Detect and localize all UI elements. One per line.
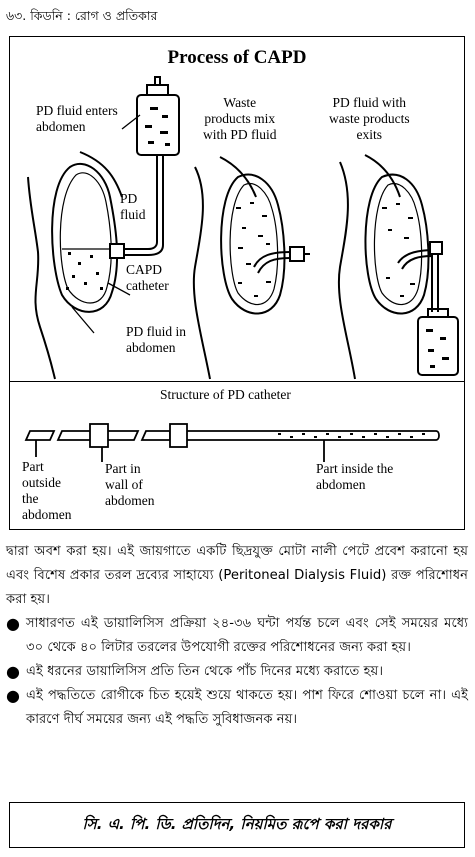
- catheter-title: Structure of PD catheter: [160, 387, 291, 402]
- catheter-structure: [24, 423, 440, 462]
- catheter-holes: [278, 433, 425, 438]
- body-outline-1: [27, 176, 56, 380]
- pd-bag-3: [417, 316, 459, 376]
- bullet-dot: ●: [6, 614, 20, 633]
- bullet-text: সাধারণত এই ডায়ালিসিস প্রক্রিয়া ২৪-৩৬ ঘ…: [26, 616, 468, 655]
- bullet-dot: ●: [6, 686, 20, 705]
- paragraph: দ্বারা অবশ করা হয়। এই জায়গাতে একটি ছিদ…: [6, 544, 468, 607]
- page-header: ৬৩. কিডনি : রোগ ও প্রতিকার: [6, 8, 158, 23]
- bullet-item: ● সাধারণত এই ডায়ালিসিস প্রক্রিয়া ২৪-৩৬…: [6, 612, 468, 660]
- capd-figure: Process of CAPD: [9, 36, 465, 530]
- footer-note: সি. এ. পি. ডি. প্রতিদিন, নিয়মিত রূপে কর…: [9, 802, 465, 848]
- body-outline-3: [337, 161, 356, 380]
- bullet-text: এই ধরনের ডায়ালিসিস প্রতি তিন থেকে পাঁচ …: [26, 664, 384, 679]
- fluid-dots-1: [66, 107, 170, 290]
- bullet-item: ● এই পদ্ধতিতে রোগীকে চিত হয়েই শুয়ে থাক…: [6, 684, 468, 732]
- body-outline-1b: [79, 151, 123, 198]
- fluid-dots-2: [236, 202, 271, 297]
- figure-title: Process of CAPD: [167, 47, 307, 68]
- bullet-item: ● এই ধরনের ডায়ালিসিস প্রতি তিন থেকে পাঁ…: [6, 660, 468, 684]
- abdomen-2: [220, 173, 286, 315]
- body-outline-2: [192, 166, 211, 380]
- bullet-dot: ●: [6, 662, 20, 681]
- capd-illustration: [24, 76, 459, 462]
- body-text: দ্বারা অবশ করা হয়। এই জায়গাতে একটি ছিদ…: [6, 540, 468, 732]
- abdomen-1: [51, 162, 119, 313]
- pd-bag-1: [136, 94, 180, 156]
- fluid-dots-3: [382, 203, 449, 368]
- figure-divider: [10, 381, 464, 382]
- bullet-text: এই পদ্ধতিতে রোগীকে চিত হয়েই শুয়ে থাকতে…: [26, 688, 468, 727]
- abdomen-3: [364, 173, 430, 315]
